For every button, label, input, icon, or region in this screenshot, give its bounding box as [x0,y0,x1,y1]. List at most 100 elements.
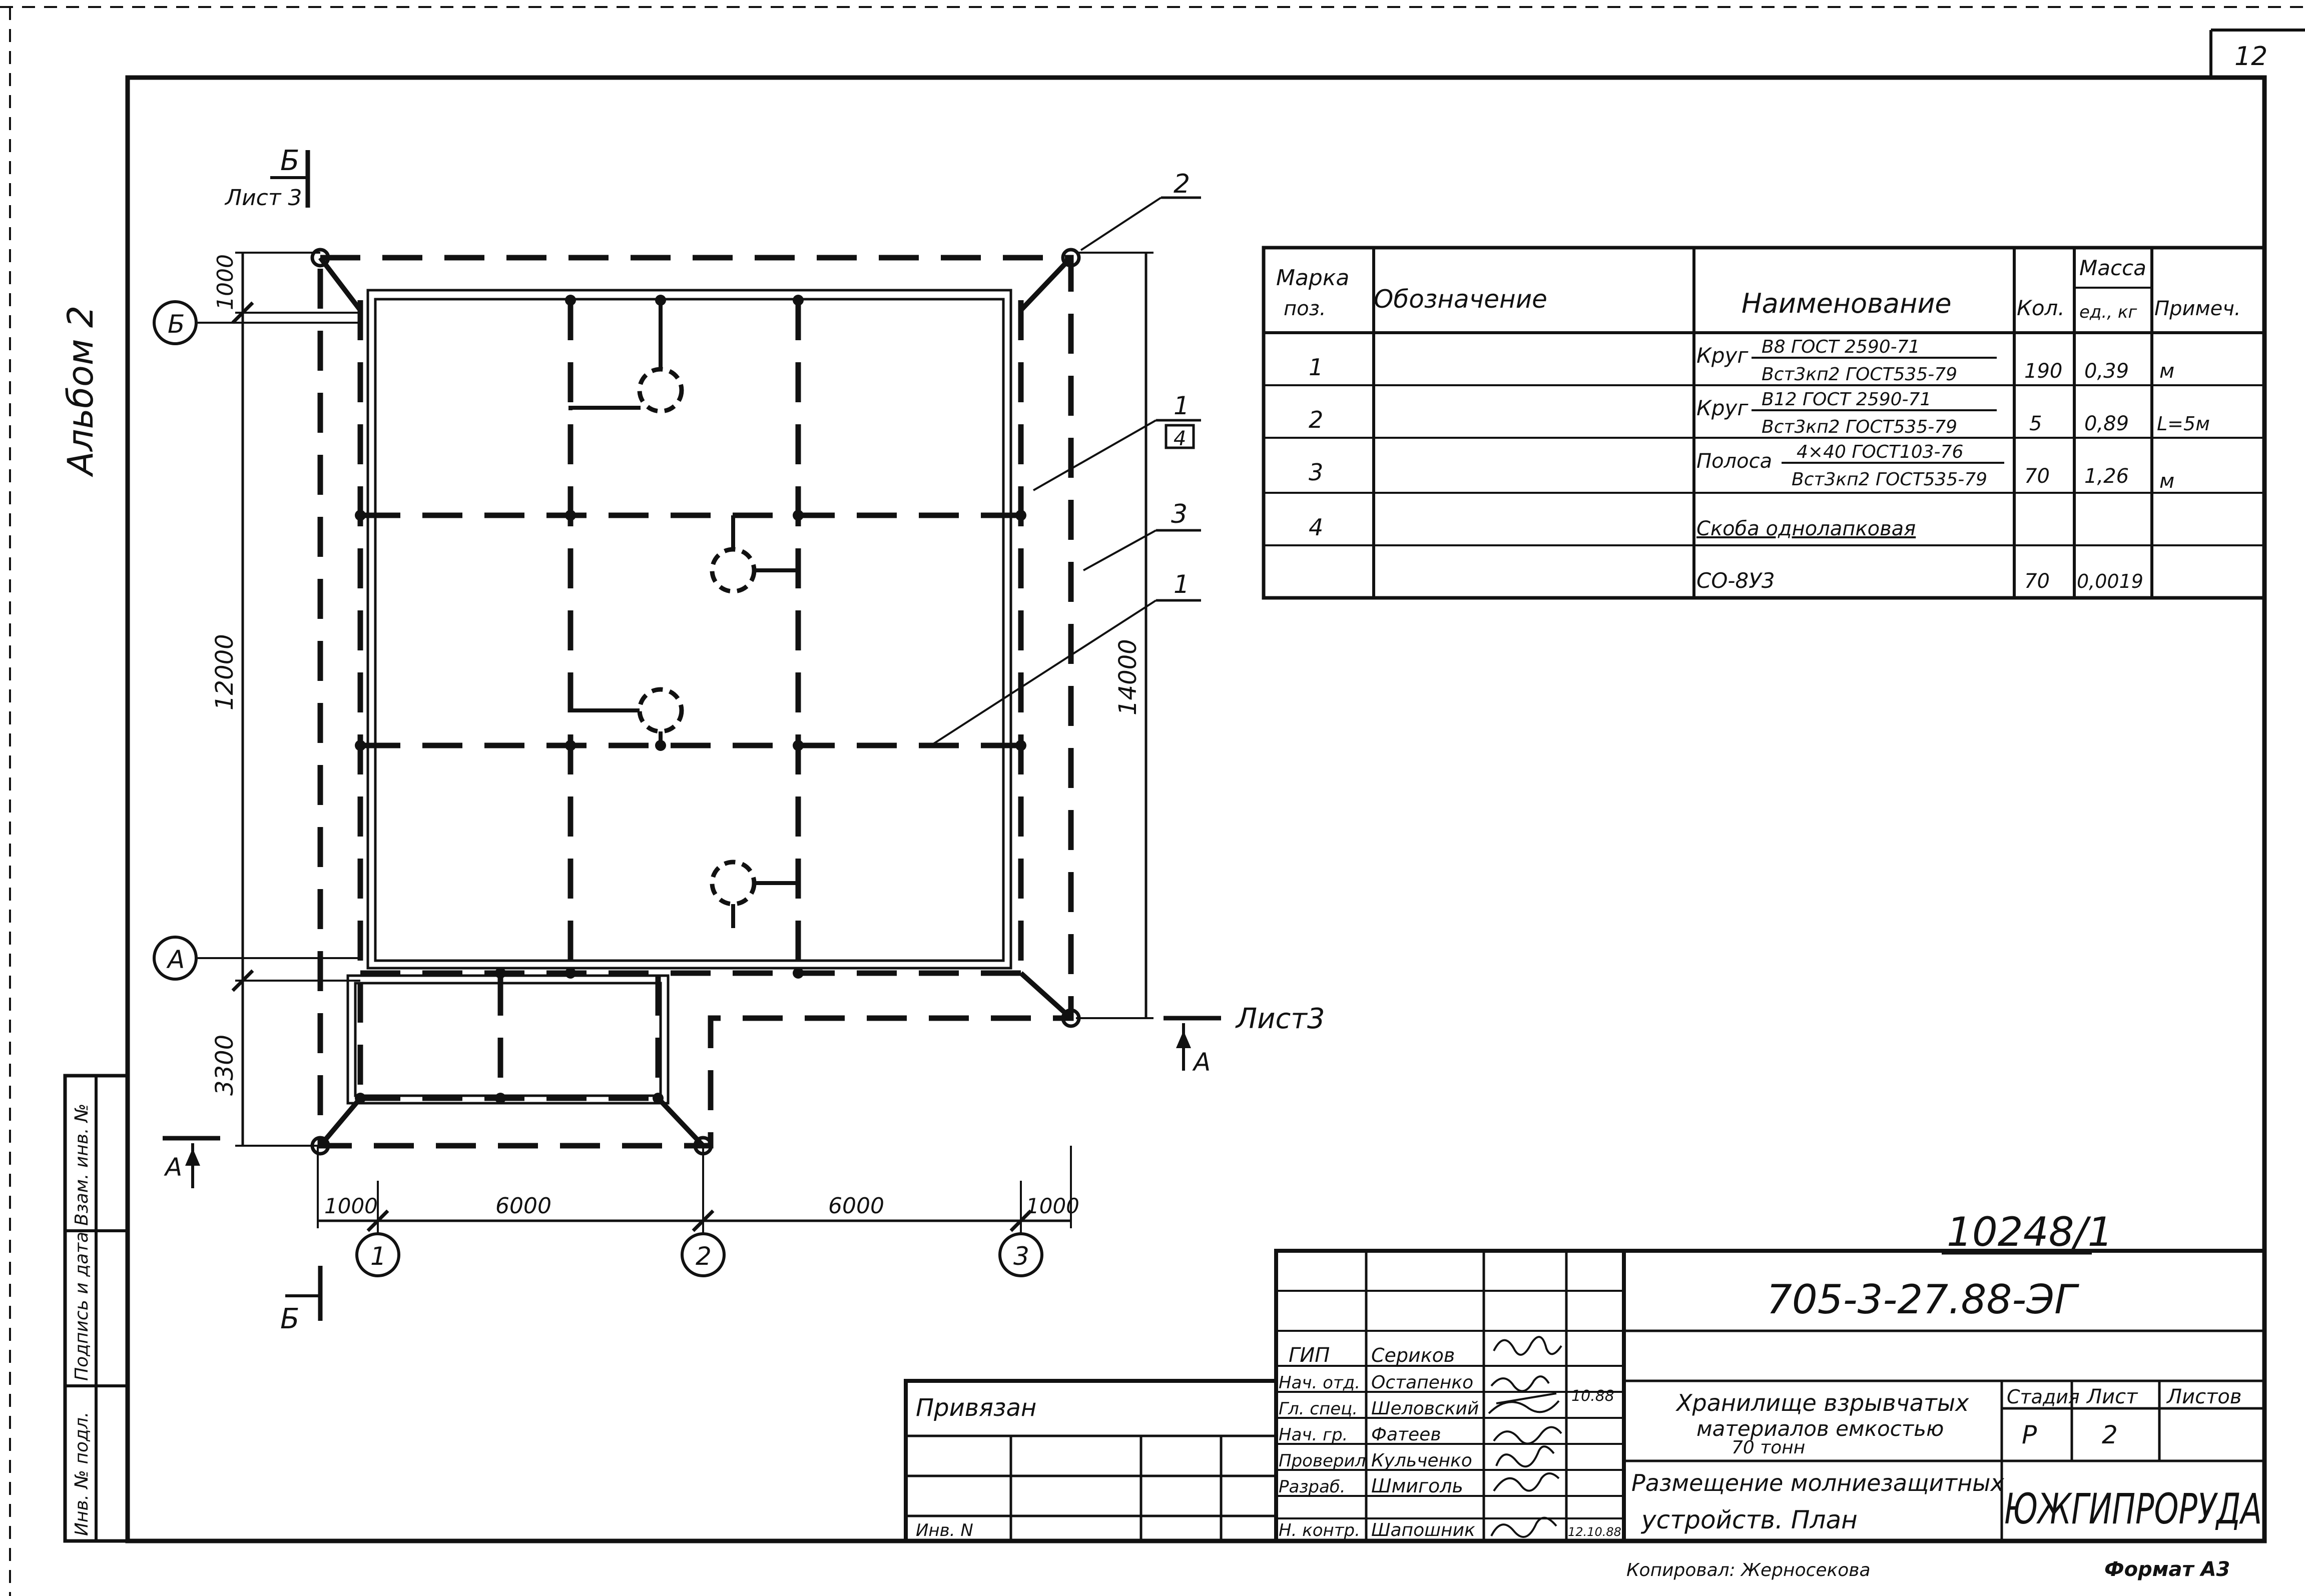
sheet-label: Лист [2086,1385,2138,1408]
section-a-right-letter: А [1192,1048,1211,1077]
copied-by: Копировал: Жерносекова [1626,1560,1871,1580]
axis-col-2: 2 [696,1242,712,1271]
stage-value: Р [2022,1420,2037,1449]
mast-top-left [310,248,330,268]
ground-electrodes [568,300,798,928]
date-norm-control: 12.10.88 [1568,1525,1621,1539]
dim-left-top: 1000 [213,254,238,310]
row5-qty: 70 [2024,570,2050,593]
header-mass: Масса [2079,256,2146,280]
specification-table: Марка поз. Обозначение Наименование Кол.… [1262,246,2266,600]
dim-left-middle: 12000 [211,634,239,710]
dim-bottom-2: 6000 [495,1193,551,1219]
row1-prefix: Круг [1696,343,1749,368]
name-developed: Шмиголь [1371,1475,1463,1497]
row3-num: 4×40 ГОСТ103-76 [1797,442,1963,462]
row1-den: Вст3кп2 ГОСТ535-79 [1762,364,1957,385]
page-number: 12 [2234,42,2267,72]
mast-bottom-left [310,1136,330,1156]
name-norm-control: Шапошник [1371,1520,1475,1540]
drawing-code: 705-3-27.88-ЭГ [1767,1276,2079,1323]
row3-mass: 1,26 [2084,465,2129,488]
section-a-right-ref: Лист3 [1235,1003,1325,1035]
role-group-head: Нач. гр. [1279,1425,1348,1445]
row2-mass: 0,89 [2084,412,2129,435]
signatures [1488,1336,1562,1538]
dim-left-bottom: 3300 [211,1035,239,1096]
sheet-title-line2: устройств. План [1640,1505,1858,1534]
mast-right-mid [1061,1008,1081,1028]
header-note: Примеч. [2154,297,2241,320]
section-marks: Б Лист 3 Б Лист3 А А [163,145,1325,1335]
callout-1-mesh: 1 [1174,391,1190,420]
row3-prefix: Полоса [1696,450,1772,473]
row1-note: м [2159,360,2174,383]
sheet-format: Формат А3 [2104,1558,2230,1581]
row2-pos: 2 [1309,406,1323,433]
header-mark-sub: поз. [1284,297,1326,320]
row1-pos: 1 [1309,354,1323,381]
title-block: Привязан Инв. N ГИП Сериков Нач. отд. Ос… [904,1249,2266,1543]
row5-name: СО-8У3 [1696,568,1775,593]
earthing-contour [317,255,1074,1149]
section-b-bottom-letter: Б [280,1303,299,1335]
mast-bottom-mid [693,1136,713,1156]
dim-bottom-4: 1000 [1026,1194,1079,1218]
callout-1-sheet-ref: 4 [1174,427,1186,450]
row3-qty: 70 [2024,465,2050,488]
name-gip: Сериков [1371,1344,1455,1366]
dim-bottom-3: 6000 [828,1193,884,1219]
header-qty: Кол. [2017,296,2065,320]
axis-col-1: 1 [370,1242,386,1271]
row1-mass: 0,39 [2084,360,2129,383]
mast-top-right [1061,248,1081,268]
row3-note: м [2159,470,2174,493]
section-a-left-letter: А [164,1153,182,1182]
sheet-title-line1: Размещение молниезащитных [1631,1469,2004,1496]
inv-number-label: Инв. N [916,1520,973,1540]
stamp-inv-orig: Инв. № подл. [72,1412,92,1536]
building-outline [346,289,1012,1105]
callout-3: 3 [1171,499,1188,529]
callouts: 2 1 4 3 1 [930,169,1201,746]
callout-2: 2 [1174,169,1190,199]
side-stamp: Инв. № подл. Подпись и дата Взам. инв. № [63,1074,130,1543]
lightning-masts [310,248,1081,1156]
row4-name: Скоба однолапковая [1696,517,1916,540]
header-mass-sub: ед., кг [2079,302,2137,322]
sheet-frame: 12 Альбом 2 [0,6,2305,1596]
row2-prefix: Круг [1696,396,1749,420]
axis-row-b: Б [168,310,185,339]
role-checked: Проверил [1279,1451,1366,1471]
sheets-label: Листов [2166,1385,2241,1408]
row2-num: В12 ГОСТ 2590-71 [1762,389,1931,410]
sheet-value: 2 [2102,1420,2118,1449]
stamp-replaced-inv: Взам. инв. № [72,1104,92,1226]
section-b-top-ref: Лист 3 [224,185,302,211]
role-chief-spec: Гл. спец. [1279,1399,1358,1419]
name-group-head: Фатеев [1371,1424,1441,1445]
dimension-lines: 1000 12000 3300 14000 1000 6000 6000 100… [211,252,1154,1232]
object-name-line1: Хранилище взрывчатых [1675,1389,1969,1416]
header-designation: Обозначение [1374,285,1547,314]
name-checked: Кульченко [1371,1450,1472,1471]
album-label: Альбом 2 [60,306,101,477]
stamp-signature-date: Подпись и дата [72,1232,92,1381]
dim-right-overall: 14000 [1114,639,1142,715]
tied-label: Привязан [916,1394,1036,1422]
role-norm-control: Н. контр. [1279,1520,1360,1540]
callout-1-electrode: 1 [1174,570,1190,599]
row1-qty: 190 [2024,360,2062,383]
axis-row-a: А [166,945,185,974]
date-chief-spec: 10.88 [1571,1387,1614,1405]
row3-pos: 3 [1309,459,1323,486]
grid-axes: Б А 1 2 3 [153,300,1043,1277]
row3-den: Вст3кп2 ГОСТ535-79 [1792,469,1987,490]
name-chief-spec: Шеловский [1371,1398,1479,1419]
header-mark: Марка [1276,265,1349,291]
dim-bottom-1: 1000 [324,1194,378,1218]
role-dept-head: Нач. отд. [1279,1373,1360,1393]
name-dept-head: Остапенко [1371,1372,1473,1393]
row2-den: Вст3кп2 ГОСТ535-79 [1762,417,1957,437]
